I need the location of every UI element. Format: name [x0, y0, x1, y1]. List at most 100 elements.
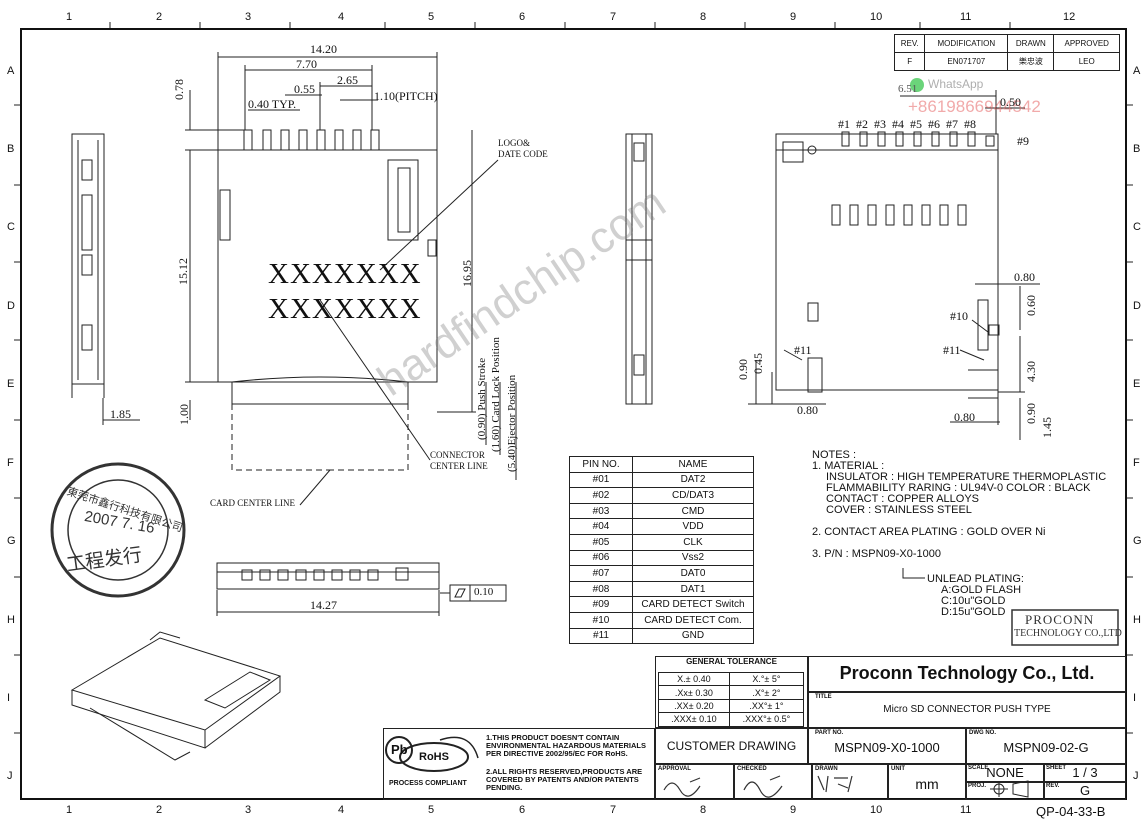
tolerance-title: GENERAL TOLERANCE — [686, 657, 777, 666]
table-row: .XX± 0.20.XX°± 1° — [658, 698, 805, 714]
row-label: G — [7, 535, 16, 547]
row-label: C — [1133, 221, 1141, 233]
col-label: 3 — [245, 11, 252, 23]
pin-label-1: #1 — [838, 117, 850, 131]
sheet-label: SHEET — [1046, 765, 1067, 771]
row-label: E — [1133, 378, 1141, 390]
part-no-label: PART NO. — [815, 730, 844, 736]
col-label: 1 — [66, 11, 73, 23]
col-label: 4 — [338, 804, 345, 816]
whatsapp-label: WhatsApp — [928, 77, 984, 91]
right-view-contacts — [831, 204, 967, 226]
col-label: 5 — [428, 11, 435, 23]
dim-1-45: 1.45 — [1040, 417, 1054, 438]
part-no: MSPN09-X0-1000 — [834, 740, 940, 755]
unit-value: mm — [915, 776, 939, 792]
note-line: CONTACT : COPPER ALLOYS — [826, 493, 980, 505]
dim-width: 14.20 — [310, 42, 337, 56]
rohs-compliant: PROCESS COMPLIANT — [389, 780, 467, 787]
note-line: COVER : STAINLESS STEEL — [826, 504, 972, 516]
dim-0-55: 0.55 — [294, 82, 315, 96]
row-label: D — [7, 300, 15, 312]
rohs-text: RoHS — [419, 751, 449, 763]
dim-total-height: 16.95 — [460, 260, 474, 287]
col-label: 5 — [428, 804, 435, 816]
proconn-stamp-box — [1011, 609, 1119, 646]
dim-pin-span: 7.70 — [296, 57, 317, 71]
unit-label: UNIT — [891, 766, 905, 772]
drawn-value: 樂忠波 — [1007, 52, 1055, 71]
drawn-header: DRAWN — [1007, 34, 1055, 53]
scale-label: SCALE — [968, 765, 989, 771]
pin-label-5: #5 — [910, 117, 922, 131]
sheet-value: 1 / 3 — [1072, 765, 1098, 780]
note-line: FLAMMABILITY RARING : UL94V-0 COLOR : BL… — [826, 482, 1091, 494]
approval-cell — [655, 764, 734, 800]
proconn-stamp-line2: TECHNOLOGY CO.,LTD — [1014, 628, 1122, 639]
dim-1-85: 1.85 — [110, 407, 131, 421]
row-label: C — [7, 221, 15, 233]
col-label: 11 — [960, 11, 972, 23]
plating-title: UNLEAD PLATING: — [927, 573, 1024, 585]
plating-line: C:10u"GOLD — [941, 595, 1006, 607]
col-label: 2 — [156, 804, 163, 816]
table-row: .XXX± 0.10.XXX°± 0.5° — [658, 712, 805, 727]
title-label: TITLE — [815, 694, 832, 700]
company-name: Proconn Technology Co., Ltd. — [839, 663, 1095, 683]
pin-name-header: NAME — [632, 456, 754, 473]
table-row: .Xx± 0.30.X°± 2° — [658, 685, 805, 700]
flatness-value: 0.10 — [474, 586, 494, 598]
pin-label-8: #8 — [964, 117, 976, 131]
plating-line: D:15u"GOLD — [941, 606, 1006, 618]
dim-6-51: 6.51 — [898, 83, 918, 95]
notes-bracket — [902, 568, 925, 579]
approved-header: APPROVED — [1053, 34, 1120, 53]
col-label: 1 — [66, 804, 73, 816]
scale-value: NONE — [986, 765, 1024, 780]
right-top-view — [748, 90, 1040, 440]
engineering-stamp — [50, 462, 186, 598]
checked-label: CHECKED — [737, 766, 767, 772]
card-lock-label: (1.60) Card Lock Position — [490, 337, 502, 452]
rev-value: F — [893, 52, 926, 71]
row-label: H — [7, 614, 15, 626]
row-label: A — [1133, 65, 1141, 77]
dim-4-30: 4.30 — [1024, 361, 1038, 382]
row-label: J — [1133, 770, 1139, 782]
row-label: H — [1133, 614, 1141, 626]
col-label: 4 — [338, 11, 345, 23]
approval-label: APPROVAL — [658, 766, 691, 772]
customer-drawing: CUSTOMER DRAWING — [666, 739, 797, 753]
rohs-block — [383, 728, 655, 800]
modification-value: EN071707 — [924, 52, 1009, 71]
bottom-dim: 14.27 — [310, 598, 337, 612]
row-label: B — [1133, 143, 1141, 155]
notes-block: NOTES : 1. MATERIAL : INSULATOR : HIGH T… — [812, 450, 1106, 560]
pin-label-3: #3 — [874, 117, 886, 131]
pin-label-2: #2 — [856, 117, 868, 131]
ejector-label: (5.40)Ejector Position — [506, 374, 518, 472]
pin-label-6: #6 — [928, 117, 940, 131]
dim-height: 15.12 — [176, 258, 190, 285]
pin-label-11-left: #11 — [794, 343, 812, 357]
pb-text: Pb — [391, 742, 408, 757]
approved-value: LEO — [1053, 52, 1120, 71]
front-view — [102, 52, 517, 506]
dim-2-65: 2.65 — [337, 73, 358, 87]
push-stroke-label: (0.90) Push Stroke — [476, 357, 488, 440]
row-label: G — [1133, 535, 1142, 547]
dim-0-45: 0.45 — [751, 353, 765, 374]
dim-0-50: 0.50 — [1000, 95, 1021, 109]
dim-0-80-bottom: 0.80 — [954, 410, 975, 424]
pin-label-7: #7 — [946, 117, 958, 131]
row-label: I — [1133, 692, 1137, 704]
row-label: I — [7, 692, 11, 704]
col-label: 9 — [790, 804, 797, 816]
form-number: QP-04-33-B — [1036, 804, 1106, 819]
drawing-title: Micro SD CONNECTOR PUSH TYPE — [883, 704, 1051, 715]
